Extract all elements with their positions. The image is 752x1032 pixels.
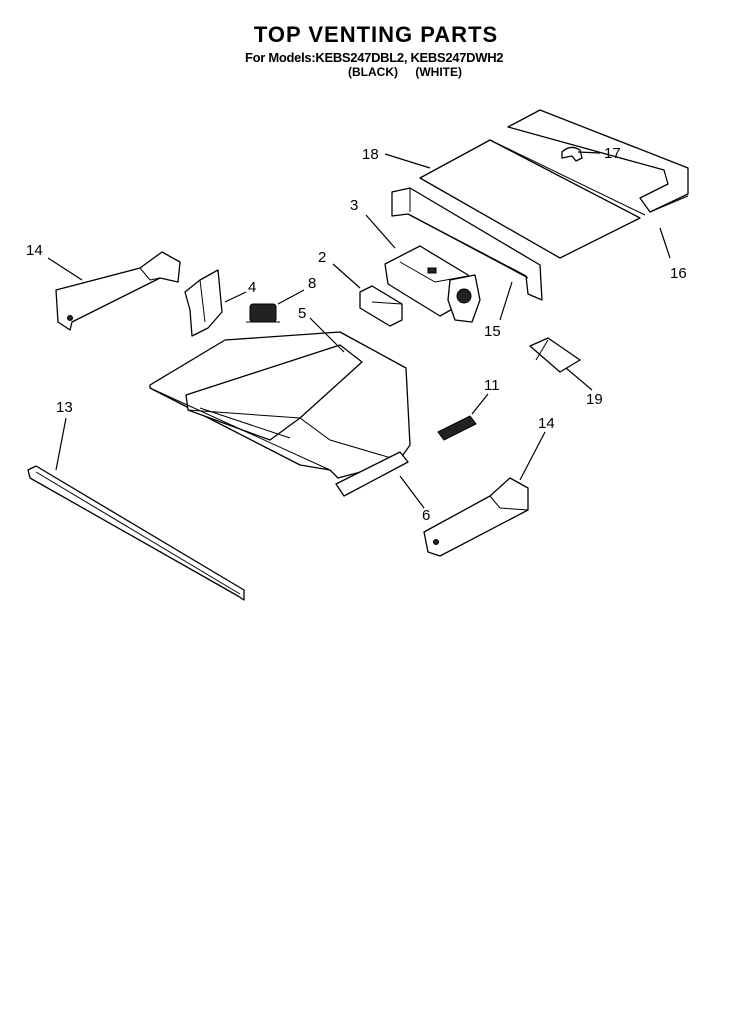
part-2-block [359, 285, 403, 327]
part-6-rail [335, 451, 409, 497]
part-14-left-bracket [55, 251, 181, 331]
callout-17: 17 [604, 145, 621, 162]
callout-5: 5 [298, 305, 306, 322]
part-8-thermostat [246, 303, 280, 323]
part-18-vent-panel [419, 139, 646, 259]
part-3-blower-assembly [384, 245, 481, 323]
callout-11: 11 [484, 377, 500, 394]
callout-19: 19 [586, 391, 603, 408]
part-16-top-panel [507, 109, 689, 213]
callout-8: 8 [308, 275, 316, 292]
color-black-label: (BLACK) [348, 65, 398, 79]
callout-6: 6 [422, 507, 430, 524]
part-13-trim-strip [27, 465, 245, 601]
callout-2: 2 [318, 249, 326, 266]
part-4-bracket [184, 269, 223, 337]
model-numbers: For Models:KEBS247DBL2, KEBS247DWH2 [245, 50, 504, 65]
page-title: TOP VENTING PARTS [253, 22, 499, 47]
leader-lines [47, 151, 671, 509]
part-19-bracket [529, 337, 581, 373]
color-variants: (BLACK) (WHITE) [348, 65, 476, 79]
callout-4: 4 [248, 279, 256, 296]
color-white-label: (WHITE) [415, 65, 462, 79]
part-14-right-bracket [423, 477, 529, 557]
callout-3: 3 [350, 197, 358, 214]
callout-13: 13 [56, 399, 73, 416]
callout-16: 16 [670, 265, 687, 282]
part-11-terminal-block [437, 415, 477, 441]
callout-15: 15 [484, 323, 501, 340]
main-vent-duct [149, 331, 411, 479]
part-15-channel [391, 187, 543, 301]
part-17-clip [561, 146, 583, 162]
callout-18: 18 [362, 146, 379, 163]
callout-14-right: 14 [538, 415, 555, 432]
callout-14-left: 14 [26, 242, 43, 259]
